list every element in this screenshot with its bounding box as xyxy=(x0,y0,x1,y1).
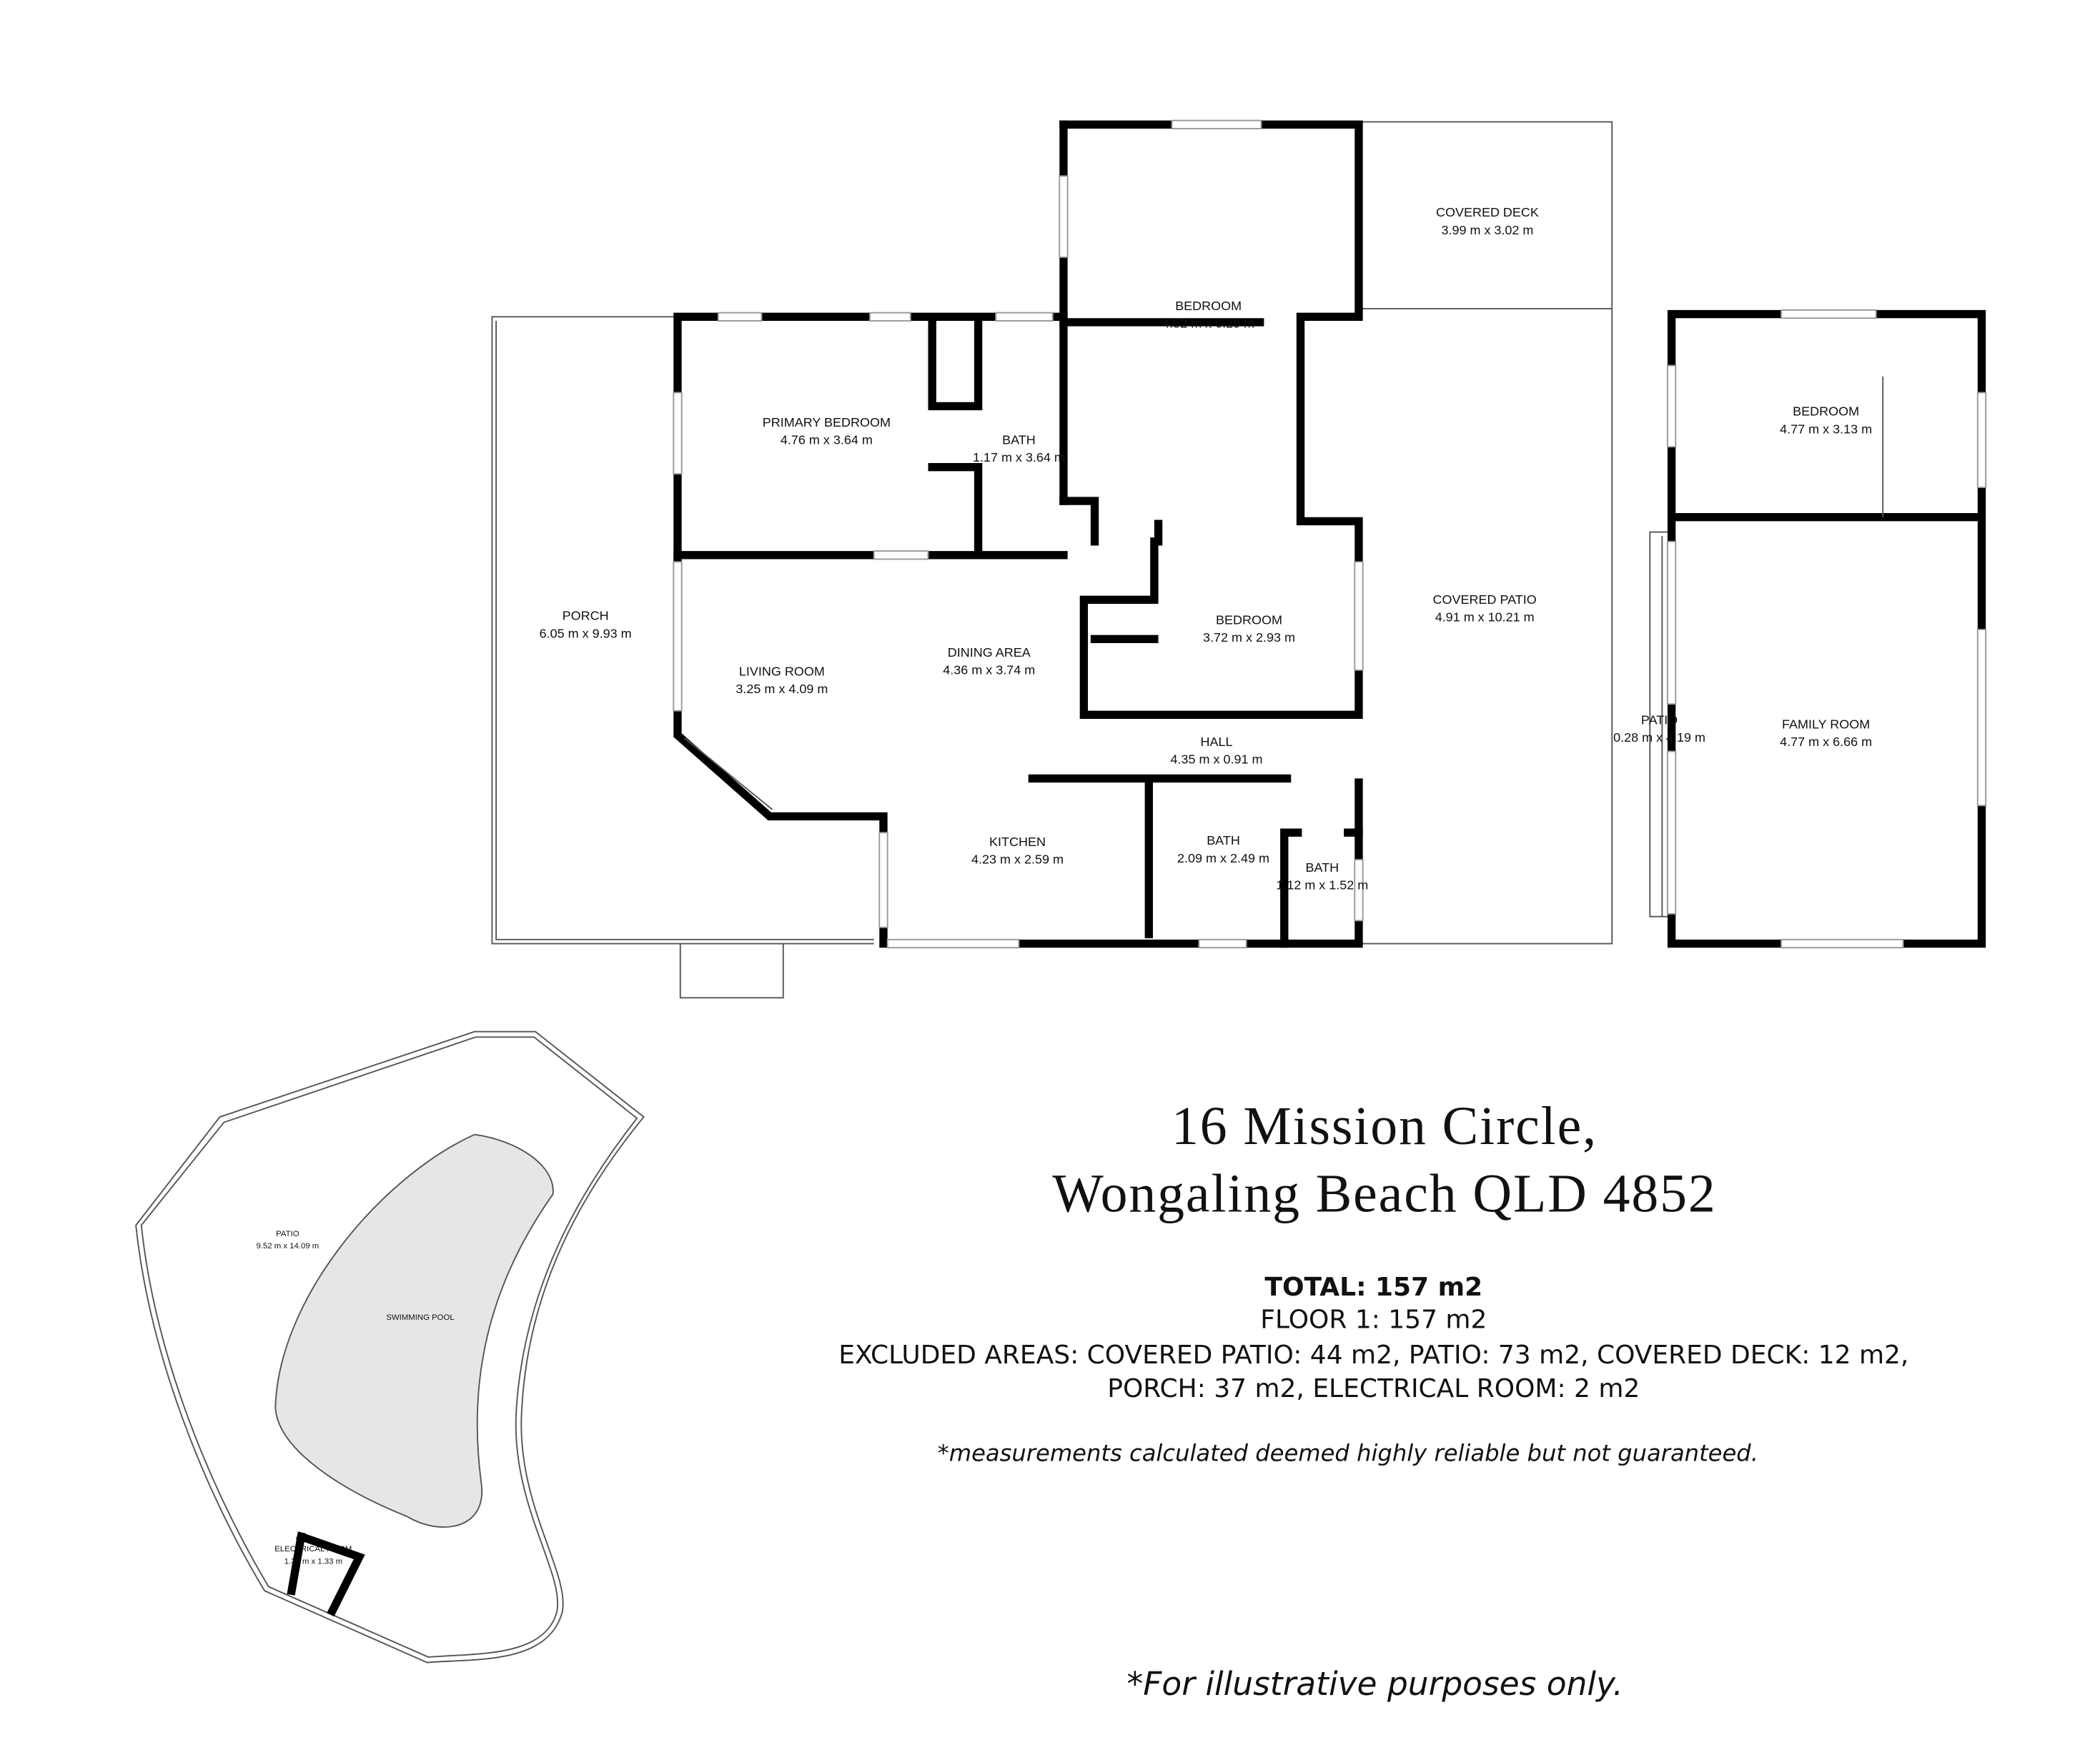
room-label-porch: PORCH 6.05 m x 9.93 m xyxy=(540,609,632,641)
excluded-areas-line-2: PORCH: 37 m2, ELECTRICAL ROOM: 2 m2 xyxy=(1107,1374,1640,1403)
svg-text:4.23 m x 2.59 m: 4.23 m x 2.59 m xyxy=(971,852,1064,867)
svg-text:4.76 m x 3.64 m: 4.76 m x 3.64 m xyxy=(781,432,873,447)
windows xyxy=(673,119,1987,949)
svg-text:9.52 m x 14.09 m: 9.52 m x 14.09 m xyxy=(256,1242,319,1251)
svg-text:4.36 m x 3.74 m: 4.36 m x 3.74 m xyxy=(943,663,1035,677)
room-label-hall: HALL 4.35 m x 0.91 m xyxy=(1171,735,1263,767)
svg-text:LIVING ROOM: LIVING ROOM xyxy=(739,664,825,678)
illustrative-note: *For illustrative purposes only. xyxy=(1127,1665,1623,1703)
svg-text:HALL: HALL xyxy=(1201,735,1233,749)
svg-text:4.77 m x 6.66 m: 4.77 m x 6.66 m xyxy=(1780,735,1872,749)
room-label-bath-main: BATH 2.09 m x 2.49 m xyxy=(1177,833,1269,865)
svg-text:3.99 m x 3.02 m: 3.99 m x 3.02 m xyxy=(1441,223,1533,237)
address-line-2: Wongaling Beach QLD 4852 xyxy=(1052,1164,1716,1224)
room-label-bath-small: BATH 1.12 m x 1.52 m xyxy=(1276,860,1368,893)
svg-text:BATH: BATH xyxy=(1002,432,1036,447)
room-label-swimming-pool: SWIMMING POOL xyxy=(386,1313,454,1322)
covered-deck-outline xyxy=(1358,121,1613,945)
svg-text:COVERED DECK: COVERED DECK xyxy=(1436,205,1539,219)
svg-text:4.77 m x 3.13 m: 4.77 m x 3.13 m xyxy=(1780,422,1872,436)
room-label-family-room: FAMILY ROOM 4.77 m x 6.66 m xyxy=(1780,717,1872,749)
svg-text:1.30 m x 1.33 m: 1.30 m x 1.33 m xyxy=(284,1557,342,1566)
svg-text:4.91 m x 10.21 m: 4.91 m x 10.21 m xyxy=(1435,610,1535,625)
svg-text:PATIO: PATIO xyxy=(276,1230,299,1238)
svg-text:BEDROOM: BEDROOM xyxy=(1793,404,1859,419)
room-label-patio-narrow: PATIO 0.28 m x 4.19 m xyxy=(1613,713,1705,745)
svg-text:COVERED PATIO: COVERED PATIO xyxy=(1433,592,1537,607)
room-label-primary-bedroom: PRIMARY BEDROOM 4.76 m x 3.64 m xyxy=(763,415,891,447)
svg-text:PORCH: PORCH xyxy=(563,609,609,623)
room-label-patio-pool: PATIO 9.52 m x 14.09 m xyxy=(256,1230,319,1251)
excluded-areas-line-1: EXCLUDED AREAS: COVERED PATIO: 44 m2, PA… xyxy=(838,1341,1908,1370)
porch-outline xyxy=(491,316,874,999)
svg-text:PATIO: PATIO xyxy=(1641,713,1678,727)
svg-text:KITCHEN: KITCHEN xyxy=(989,835,1046,849)
svg-text:DINING AREA: DINING AREA xyxy=(948,645,1031,660)
total-area: TOTAL: 157 m2 xyxy=(1264,1273,1482,1302)
room-label-dining-area: DINING AREA 4.36 m x 3.74 m xyxy=(943,645,1035,677)
svg-text:BATH: BATH xyxy=(1305,860,1339,875)
floor1-area: FLOOR 1: 157 m2 xyxy=(1260,1306,1487,1335)
svg-text:4.52 m x 6.29 m: 4.52 m x 6.29 m xyxy=(1162,316,1254,330)
svg-text:3.72 m x 2.93 m: 3.72 m x 2.93 m xyxy=(1203,630,1295,645)
svg-text:FAMILY ROOM: FAMILY ROOM xyxy=(1782,717,1870,731)
measurement-disclaimer: *measurements calculated deemed highly r… xyxy=(938,1439,1758,1466)
patio-narrow-outline xyxy=(1649,531,1672,918)
room-label-covered-patio: COVERED PATIO 4.91 m x 10.21 m xyxy=(1433,592,1537,625)
svg-text:0.28 m x 4.19 m: 0.28 m x 4.19 m xyxy=(1613,730,1705,745)
room-label-covered-deck: COVERED DECK 3.99 m x 3.02 m xyxy=(1436,205,1539,237)
pool-patio-outline xyxy=(135,1030,645,1664)
svg-text:1.12 m x 1.52 m: 1.12 m x 1.52 m xyxy=(1276,878,1368,893)
room-label-kitchen: KITCHEN 4.23 m x 2.59 m xyxy=(971,835,1064,867)
room-label-bedroom-annex: BEDROOM 4.77 m x 3.13 m xyxy=(1780,404,1872,437)
svg-text:PRIMARY BEDROOM: PRIMARY BEDROOM xyxy=(763,415,891,429)
electrical-room-walls xyxy=(287,1531,365,1617)
room-label-bedroom-mid: BEDROOM 3.72 m x 2.93 m xyxy=(1203,612,1295,645)
svg-text:2.09 m x 2.49 m: 2.09 m x 2.49 m xyxy=(1177,851,1269,865)
svg-text:BEDROOM: BEDROOM xyxy=(1216,612,1282,627)
svg-text:4.35 m x 0.91 m: 4.35 m x 0.91 m xyxy=(1171,752,1263,767)
svg-text:BATH: BATH xyxy=(1207,833,1240,847)
svg-text:3.25 m x 4.09 m: 3.25 m x 4.09 m xyxy=(736,682,828,696)
room-label-bath-ensuite: BATH 1.17 m x 3.64 m xyxy=(973,432,1065,464)
svg-text:ELECTRICAL ROOM: ELECTRICAL ROOM xyxy=(274,1545,352,1553)
room-label-living-room: LIVING ROOM 3.25 m x 4.09 m xyxy=(736,664,828,696)
swimming-pool xyxy=(274,1133,554,1528)
svg-text:1.17 m x 3.64 m: 1.17 m x 3.64 m xyxy=(973,450,1065,464)
walls xyxy=(673,120,1986,948)
svg-text:BEDROOM: BEDROOM xyxy=(1175,299,1242,313)
room-label-bedroom-top: BEDROOM 4.52 m x 6.29 m xyxy=(1162,299,1254,331)
room-label-electrical-room: ELECTRICAL ROOM 1.30 m x 1.33 m xyxy=(274,1545,352,1566)
svg-text:6.05 m x 9.93 m: 6.05 m x 9.93 m xyxy=(540,626,632,640)
address-line-1: 16 Mission Circle, xyxy=(1172,1096,1598,1156)
